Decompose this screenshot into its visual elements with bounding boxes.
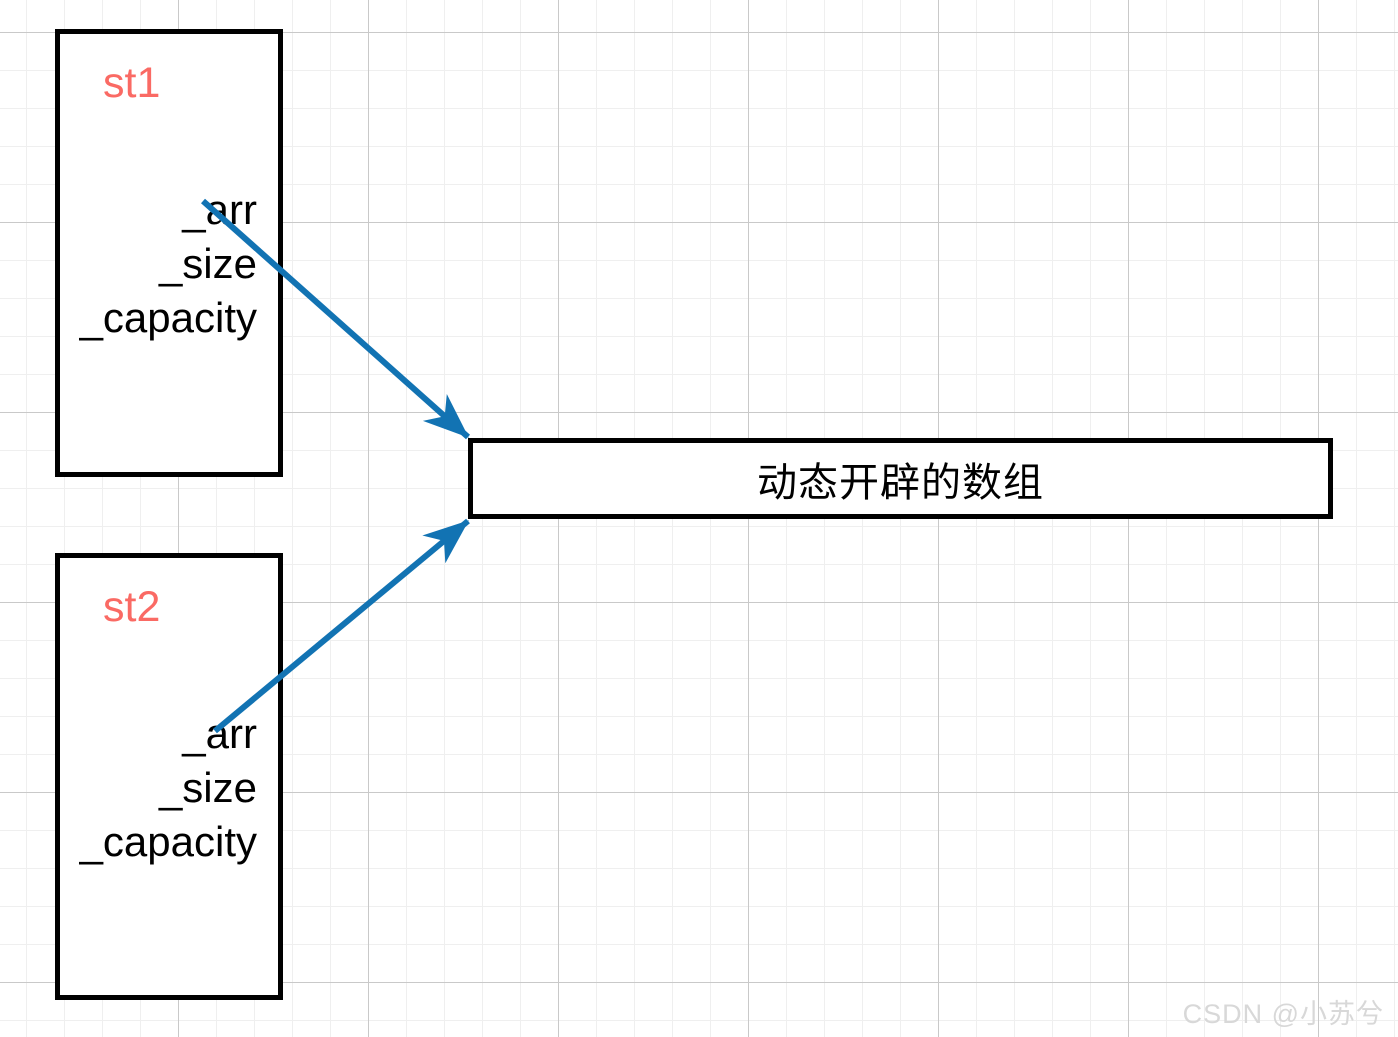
field-st2-arr: _arr xyxy=(182,710,257,757)
object-title-st2: st2 xyxy=(103,583,161,631)
field-st2-size: _size xyxy=(158,763,257,811)
field-st1-capacity: _capacity xyxy=(79,293,257,341)
field-list-st1: _arr _size _capacity xyxy=(0,183,257,344)
field-st1-size: _size xyxy=(158,239,257,287)
array-block-label: 动态开辟的数组 xyxy=(757,460,1044,505)
array-block: 动态开辟的数组 xyxy=(468,438,1333,519)
field-list-st2: _arr _size _capacity xyxy=(0,707,257,868)
object-title-st1: st1 xyxy=(103,59,161,107)
field-st2-capacity: _capacity xyxy=(79,817,257,865)
field-st1-arr: _arr xyxy=(182,186,257,233)
watermark: CSDN @小苏兮 xyxy=(1182,999,1384,1029)
